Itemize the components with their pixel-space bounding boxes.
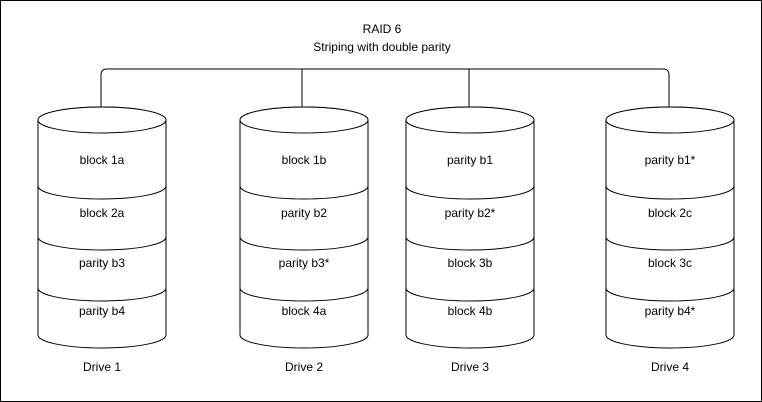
block-label: block 1a [80, 153, 125, 167]
block-label: block 2c [648, 206, 692, 220]
block-label: block 4a [282, 304, 327, 318]
cylinder-divider [605, 185, 735, 200]
cylinder-top-ellipse [605, 106, 735, 134]
cylinder-divider [37, 185, 167, 200]
block-label: parity b1 [447, 153, 493, 167]
cylinder-top-ellipse [405, 106, 535, 134]
drive-cylinder[interactable]: block 1a block 2a parity b3 parity b4 Drive … [37, 106, 167, 374]
cylinder-divider [37, 236, 167, 251]
cylinder-top-ellipse [239, 106, 369, 134]
drive-label: Drive 1 [83, 360, 121, 374]
raid-controller-bus [100, 68, 670, 120]
drive-label: Drive 2 [285, 360, 323, 374]
block-label: parity b3* [279, 256, 330, 270]
diagram-title-line1: RAID 6 [363, 22, 402, 36]
block-label: parity b2* [445, 206, 496, 220]
drive-label: Drive 3 [451, 360, 489, 374]
drive-cylinder[interactable]: parity b1 parity b2* block 3b block 4b Drive… [405, 106, 535, 374]
drives-layer: block 1a block 2a parity b3 parity b4 Drive … [37, 106, 735, 374]
block-label: parity b4 [79, 304, 125, 318]
drive-cylinder[interactable]: parity b1* block 2c block 3c parity b4* Driv… [605, 106, 735, 374]
block-label: block 2a [80, 206, 125, 220]
cylinder-divider [239, 236, 369, 251]
block-label: block 3c [648, 256, 692, 270]
block-label: block 1b [282, 153, 327, 167]
cylinder-divider [605, 287, 735, 302]
block-label: parity b3 [79, 256, 125, 270]
cylinder-divider [239, 287, 369, 302]
diagram-title-line2: Striping with double parity [313, 40, 450, 54]
cylinder-divider [239, 185, 369, 200]
block-label: parity b2 [281, 206, 327, 220]
block-label: block 3b [448, 256, 493, 270]
cylinder-divider [405, 236, 535, 251]
block-label: block 4b [448, 304, 493, 318]
cylinder-divider [605, 236, 735, 251]
cylinder-divider [405, 287, 535, 302]
cylinder-divider [37, 287, 167, 302]
drive-cylinder[interactable]: block 1b parity b2 parity b3* block 4a Drive… [239, 106, 369, 374]
block-label: parity b1* [645, 153, 696, 167]
drive-label: Drive 4 [651, 360, 689, 374]
cylinder-divider [405, 185, 535, 200]
diagram-title: RAID 6 Striping with double parity [313, 22, 450, 54]
cylinder-top-ellipse [37, 106, 167, 134]
bus-horizontal-line [100, 68, 670, 120]
block-label: parity b4* [645, 304, 696, 318]
